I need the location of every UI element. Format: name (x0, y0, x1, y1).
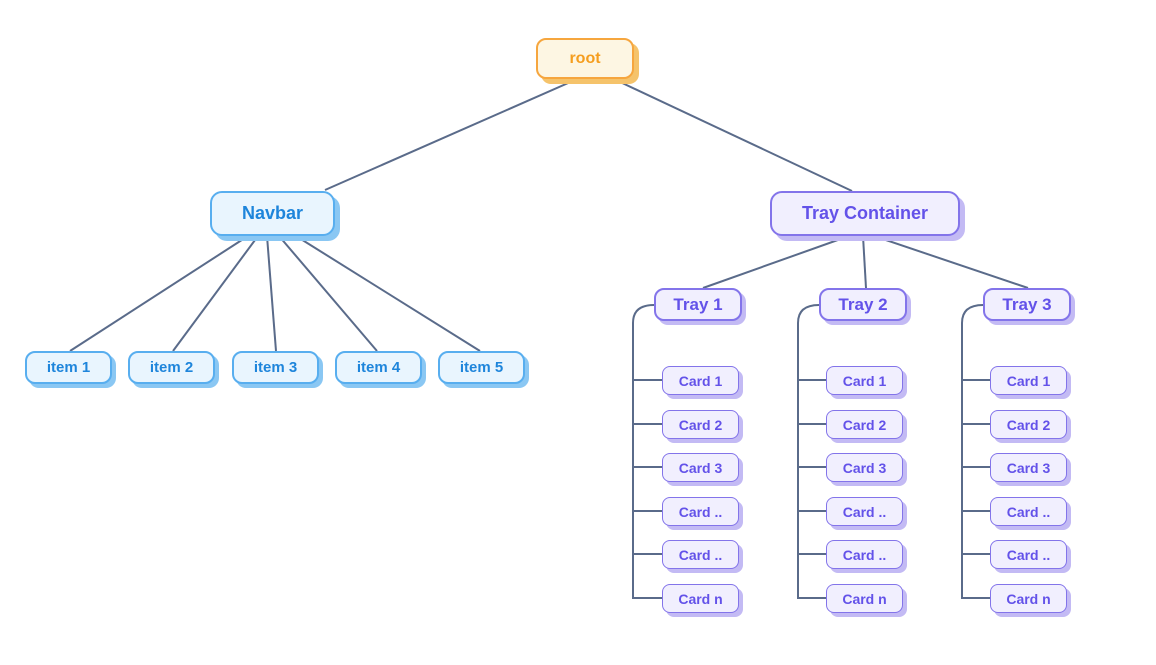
card-node: Card .. (990, 540, 1067, 569)
navbar-item-node-4: item 4 (335, 351, 422, 384)
tray-3-bracket-spine (961, 304, 990, 599)
tray-1-bracket-spine (632, 304, 662, 599)
navbar-item-node-5: item 5 (438, 351, 525, 384)
card-node: Card .. (662, 497, 739, 526)
tray-node-2: Tray 2 (819, 288, 907, 321)
card-node: Card .. (826, 540, 903, 569)
edge-root-tray-container (617, 80, 853, 192)
card-node: Card n (826, 584, 903, 613)
card-node: Card 1 (662, 366, 739, 395)
card-node: Card n (662, 584, 739, 613)
edge-navbar-item-5 (295, 235, 481, 352)
card-node: Card 3 (826, 453, 903, 482)
edge-container-tray-1 (702, 235, 850, 289)
tray-container-edges (702, 235, 1029, 289)
edge-navbar-item-3 (266, 235, 277, 352)
edge-navbar-item-4 (278, 235, 378, 352)
edge-container-tray-3 (873, 235, 1029, 289)
navbar-node: Navbar (210, 191, 335, 236)
edge-root-navbar (324, 79, 576, 191)
card-node: Card .. (662, 540, 739, 569)
navbar-item-node-2: item 2 (128, 351, 215, 384)
tray-node-3: Tray 3 (983, 288, 1071, 321)
tray-node-1: Tray 1 (654, 288, 742, 321)
card-node: Card 1 (826, 366, 903, 395)
card-node: Card 2 (826, 410, 903, 439)
tray-3-bracket (961, 304, 990, 599)
edge-navbar-item-2 (172, 235, 259, 352)
tray-container-node: Tray Container (770, 191, 960, 236)
card-node: Card .. (826, 497, 903, 526)
card-node: Card n (990, 584, 1067, 613)
tray-2-bracket-spine (797, 304, 826, 599)
card-node: Card 3 (662, 453, 739, 482)
tray-1-bracket (632, 304, 662, 599)
card-node: Card 2 (662, 410, 739, 439)
edge-navbar-item-1 (69, 235, 249, 352)
tray-2-bracket (797, 304, 826, 599)
card-node: Card 1 (990, 366, 1067, 395)
card-node: Card .. (990, 497, 1067, 526)
navbar-item-node-1: item 1 (25, 351, 112, 384)
edge-container-tray-2 (862, 235, 867, 289)
card-node: Card 2 (990, 410, 1067, 439)
navbar-edges (69, 235, 481, 352)
card-node: Card 3 (990, 453, 1067, 482)
navbar-item-node-3: item 3 (232, 351, 319, 384)
root-node: root (536, 38, 634, 79)
root-edges (324, 79, 853, 192)
